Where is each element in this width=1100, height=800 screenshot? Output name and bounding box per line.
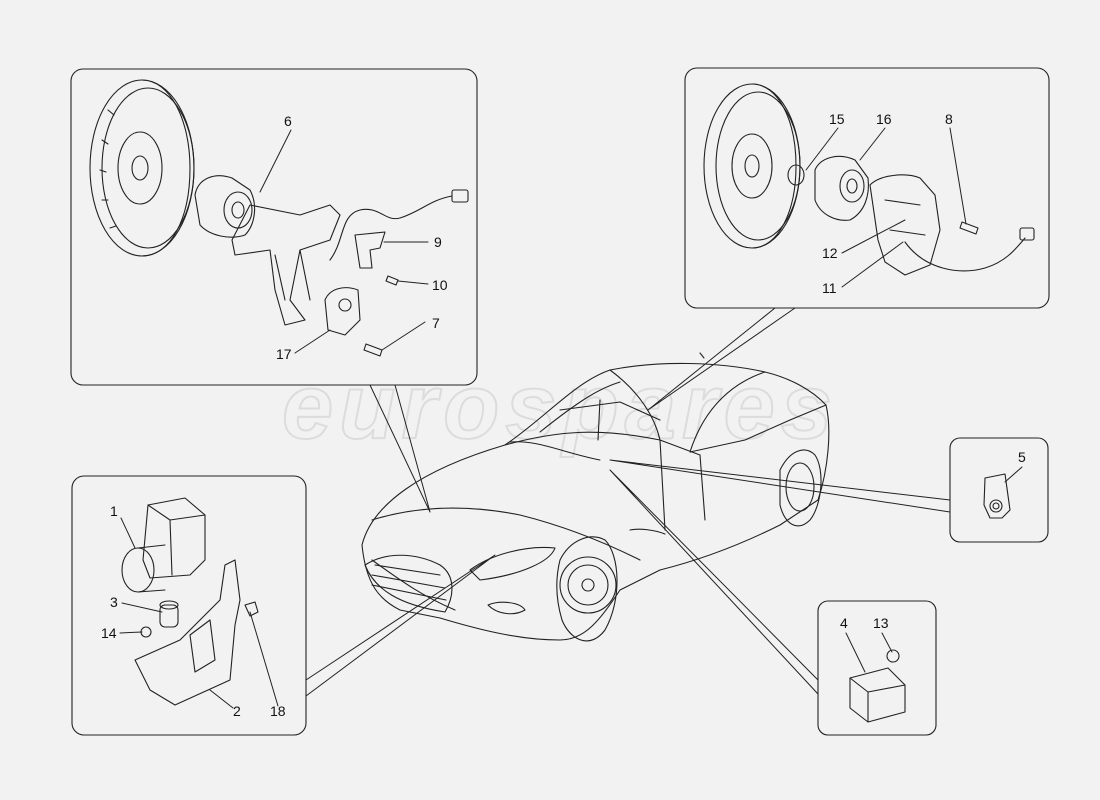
rear-seal-ring <box>787 164 805 186</box>
callout-3: 3 <box>110 594 118 610</box>
callout-8: 8 <box>945 111 953 127</box>
detail-box-sensor-support <box>949 437 1049 543</box>
callout-12: 12 <box>822 245 838 261</box>
front-brake-disc <box>89 79 195 257</box>
callout-1: 1 <box>110 503 118 519</box>
callout-7: 7 <box>432 315 440 331</box>
callout-10: 10 <box>432 277 448 293</box>
callout-5: 5 <box>1018 449 1026 465</box>
callout-6: 6 <box>284 113 292 129</box>
detail-box-rear-hub <box>684 67 1050 309</box>
clip-18 <box>244 601 259 617</box>
callout-17: 17 <box>276 346 292 362</box>
nut-13 <box>886 649 900 663</box>
callout-13: 13 <box>873 615 889 631</box>
callout-9: 9 <box>434 234 442 250</box>
connector-lines <box>305 307 951 697</box>
car-outline <box>361 352 830 642</box>
leader-lines <box>119 127 1023 709</box>
front-knuckle <box>231 204 341 326</box>
mounting-plate <box>324 287 361 336</box>
callout-16: 16 <box>876 111 892 127</box>
callout-4: 4 <box>840 615 848 631</box>
callout-2: 2 <box>233 703 241 719</box>
abs-bracket <box>134 559 241 706</box>
rear-wheel-hub <box>814 155 869 221</box>
callout-11: 11 <box>822 280 837 296</box>
abs-hydraulic-unit <box>121 497 206 593</box>
screw-7 <box>363 343 383 357</box>
rear-abs-sensor-cable <box>904 227 1035 272</box>
yaw-rate-sensor <box>849 667 906 723</box>
screw-8 <box>959 221 979 235</box>
detail-box-front-sensor <box>70 68 478 386</box>
callout-labels: 6 9 10 7 17 15 16 8 12 11 1 3 14 2 18 5 … <box>101 111 1026 719</box>
callout-15: 15 <box>829 111 845 127</box>
detail-box-abs-module <box>71 475 307 736</box>
sensor-bracket <box>354 231 386 269</box>
support-bracket-5 <box>983 473 1011 519</box>
callout-18: 18 <box>270 703 286 719</box>
rear-brake-disc <box>703 83 801 249</box>
front-wheel-hub <box>194 175 256 238</box>
front-abs-sensor-cable <box>329 189 469 261</box>
callout-14: 14 <box>101 625 117 641</box>
screw-10 <box>385 275 399 286</box>
rear-knuckle <box>869 174 941 276</box>
rubber-mount <box>159 600 179 628</box>
detail-box-yaw-sensor <box>817 600 937 736</box>
